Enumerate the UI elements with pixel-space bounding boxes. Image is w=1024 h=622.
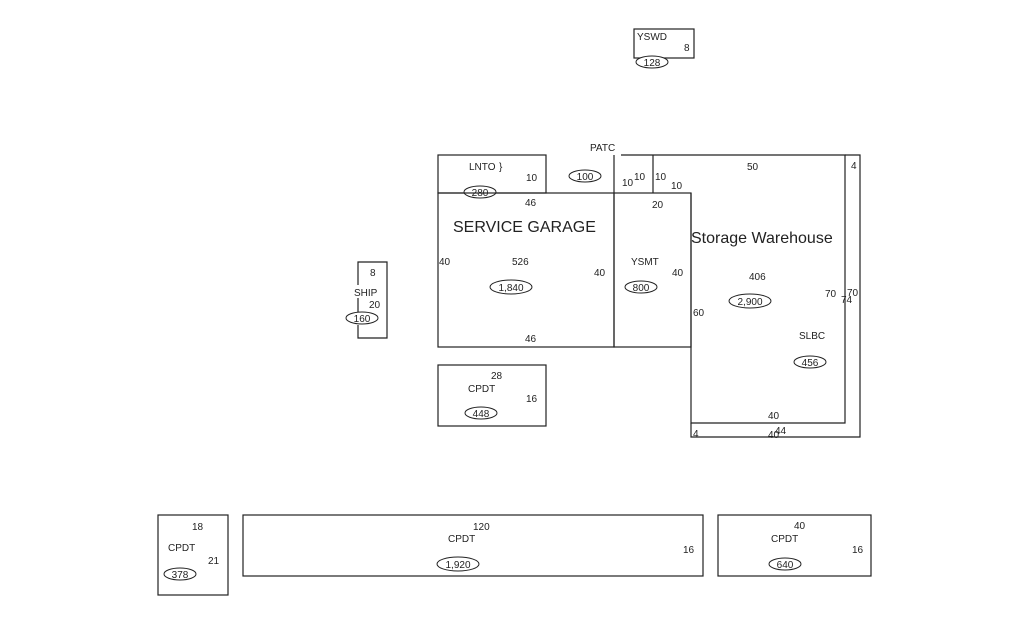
yswd-area-oval xyxy=(635,55,669,69)
area-yswd[interactable]: YSWD 8 128 xyxy=(633,28,695,69)
slbc-dim-bottom-1: 40 xyxy=(768,430,780,441)
cpdt-3-dim-top: 120 xyxy=(473,522,490,533)
warehouse-dim-right: 70 xyxy=(825,289,837,300)
slbc-dim-bottom-left: 4 xyxy=(693,429,699,440)
cpdt-1-area-oval xyxy=(464,406,498,420)
ysmt-dim-right: 40 xyxy=(672,268,684,279)
warehouse-dim-top: 50 xyxy=(747,162,759,173)
cpdt-3-area-oval xyxy=(436,556,480,572)
area-cpdt-3[interactable]: 120 CPDT 16 1,920 xyxy=(242,514,704,577)
cpdt-3-code: CPDT xyxy=(448,534,475,545)
ship-dim-right: 20 xyxy=(369,300,381,311)
area-patc[interactable]: PATC 100 10 10 10 10 xyxy=(568,143,683,193)
area-lnto[interactable]: LNTO } 10 280 xyxy=(437,154,547,199)
area-ysmt[interactable]: 20 YSMT 40 800 xyxy=(613,192,692,348)
patc-dim-2: 10 xyxy=(634,172,646,183)
area-ship[interactable]: 8 SHIP 20 160 xyxy=(345,261,388,339)
garage-dim-bottom: 46 xyxy=(525,334,537,345)
area-slbc[interactable]: 4 70 74 4 40 44 SLBC 456 xyxy=(690,154,861,441)
warehouse-perimeter: 406 xyxy=(749,272,766,283)
garage-dim-right: 40 xyxy=(594,268,606,279)
area-storage-warehouse[interactable]: Storage Warehouse 50 60 70 40 406 2,900 xyxy=(653,154,846,424)
cpdt-2-area-oval xyxy=(163,567,197,581)
ship-area-oval xyxy=(345,311,379,325)
ship-dim-top: 8 xyxy=(370,268,376,279)
warehouse-name: Storage Warehouse xyxy=(691,230,833,247)
patc-area-oval xyxy=(568,169,602,183)
cpdt-1-area: 448 xyxy=(473,409,490,420)
lnto-dim: 10 xyxy=(526,173,538,184)
patc-dim-3: 10 xyxy=(655,172,667,183)
slbc-dim-bottom-2: 44 xyxy=(775,426,787,437)
slbc-dim-top: 4 xyxy=(851,161,857,172)
ysmt-code: YSMT xyxy=(631,257,659,268)
area-service-garage[interactable]: SERVICE GARAGE 46 40 40 46 526 1,840 xyxy=(437,192,615,348)
cpdt-2-dim-right: 21 xyxy=(208,556,220,567)
cpdt-3-dim-right: 16 xyxy=(683,545,695,556)
yswd-dim: 8 xyxy=(684,43,690,54)
lnto-code: LNTO xyxy=(469,162,496,173)
garage-area: 1,840 xyxy=(498,283,523,294)
lnto-mark: } xyxy=(499,162,503,173)
area-cpdt-4[interactable]: 40 CPDT 16 640 xyxy=(717,514,872,577)
cpdt-4-dim-right: 16 xyxy=(852,545,864,556)
slbc-area: 456 xyxy=(802,358,819,369)
yswd-code: YSWD xyxy=(637,32,667,43)
slbc-outline xyxy=(690,154,861,438)
area-cpdt-2[interactable]: 18 CPDT 21 378 xyxy=(157,514,229,596)
cpdt-4-dim-top: 40 xyxy=(794,521,806,532)
cpdt-4-area: 640 xyxy=(777,560,794,571)
warehouse-dim-left: 60 xyxy=(693,308,705,319)
garage-dim-top: 46 xyxy=(525,198,537,209)
patc-area: 100 xyxy=(577,172,594,183)
cpdt-1-outline xyxy=(437,364,547,427)
patc-code: PATC xyxy=(590,143,615,154)
garage-outline xyxy=(437,192,615,348)
ysmt-area-oval xyxy=(624,280,658,294)
ysmt-area: 800 xyxy=(633,283,650,294)
cpdt-2-outline xyxy=(157,514,229,596)
cpdt-3-area: 1,920 xyxy=(445,560,470,571)
cpdt-2-code: CPDT xyxy=(168,543,195,554)
yswd-area: 128 xyxy=(644,58,661,69)
ship-area: 160 xyxy=(354,314,371,325)
lnto-area-oval xyxy=(463,185,497,199)
slbc-dim-right-2: 74 xyxy=(841,295,853,306)
cpdt-2-area: 378 xyxy=(172,570,189,581)
garage-dim-left: 40 xyxy=(439,257,451,268)
cpdt-4-code: CPDT xyxy=(771,534,798,545)
slbc-dim-right-1: 70 xyxy=(847,288,859,299)
patc-dim-4: 10 xyxy=(671,181,683,192)
cpdt-1-code: CPDT xyxy=(468,384,495,395)
garage-area-oval xyxy=(489,279,533,295)
cpdt-4-area-oval xyxy=(768,557,802,571)
cpdt-1-dim-right: 16 xyxy=(526,394,538,405)
cpdt-4-outline xyxy=(717,514,872,577)
slbc-code: SLBC xyxy=(799,331,825,342)
ship-code: SHIP xyxy=(354,288,378,299)
cpdt-1-dim-top: 28 xyxy=(491,371,503,382)
garage-name: SERVICE GARAGE xyxy=(453,219,596,236)
warehouse-dim-bottom: 40 xyxy=(768,411,780,422)
cpdt-2-dim-top: 18 xyxy=(192,522,204,533)
patc-dim-1: 10 xyxy=(622,178,634,189)
garage-perimeter: 526 xyxy=(512,257,529,268)
area-cpdt-1[interactable]: 28 CPDT 16 448 xyxy=(437,364,547,427)
warehouse-outline xyxy=(653,154,846,424)
cpdt-3-outline xyxy=(242,514,704,577)
ship-outline xyxy=(357,261,388,339)
ysmt-dim-top: 20 xyxy=(652,200,664,211)
warehouse-area: 2,900 xyxy=(737,297,762,308)
slbc-area-oval xyxy=(793,355,827,369)
warehouse-area-oval xyxy=(728,293,772,309)
